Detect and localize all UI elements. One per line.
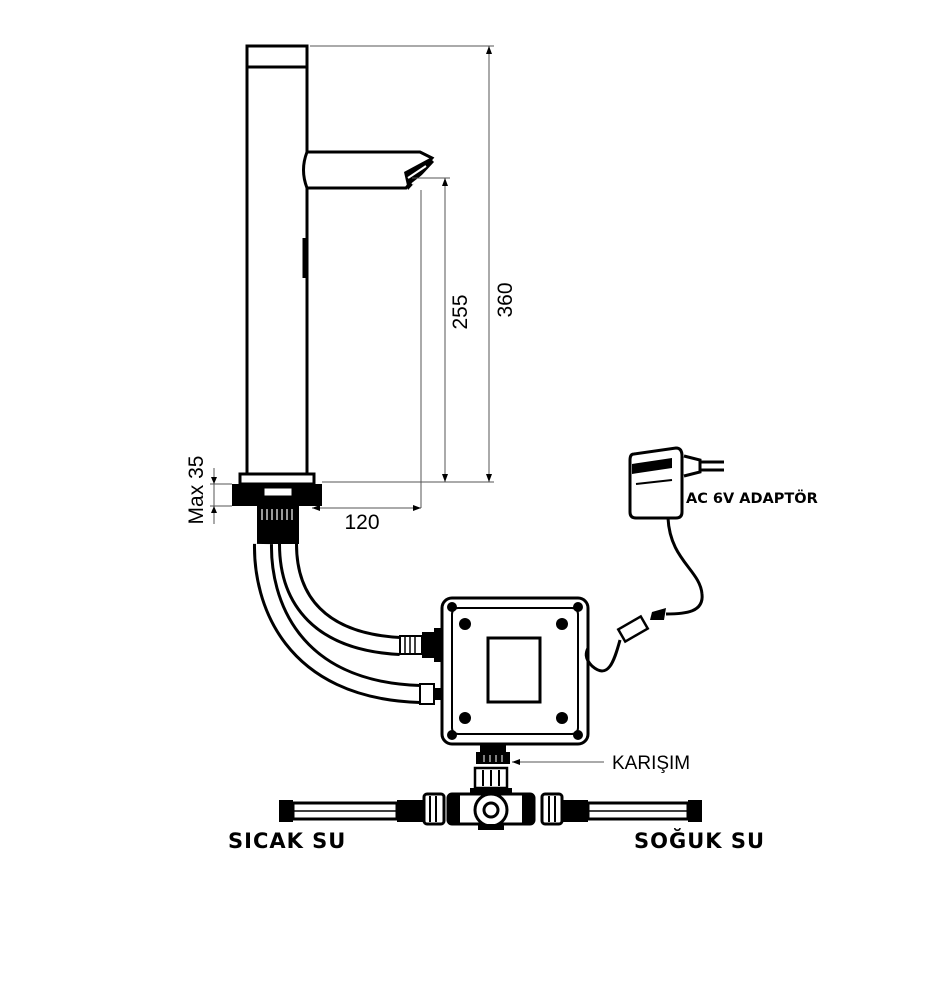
control-box-panel <box>486 636 542 704</box>
box-cable <box>584 639 622 673</box>
lid-screw-tr <box>556 618 568 630</box>
hose-connector-upper <box>399 635 423 655</box>
dim-label-360: 360 <box>494 282 517 317</box>
faucet-base-ring <box>238 472 316 486</box>
dim-label-255: 255 <box>449 294 472 329</box>
cable-connector <box>650 608 666 620</box>
faucet-body <box>232 44 435 544</box>
control-box <box>440 596 590 764</box>
box-screw-tl <box>447 602 457 612</box>
hot-water-label: SICAK SU <box>228 829 346 853</box>
dim-label-max-35: Max 35 <box>185 456 208 525</box>
adapter-cable <box>665 517 704 616</box>
dimension-lines <box>210 45 494 524</box>
lid-screw-tl <box>459 618 471 630</box>
dimension-arrows <box>211 46 492 513</box>
lid-screw-br <box>556 712 568 724</box>
box-screw-br <box>573 730 583 740</box>
mixed-outlet-fitting <box>480 744 506 754</box>
dim-label-120: 120 <box>344 511 379 534</box>
spout-aerator <box>404 158 434 190</box>
cold-water-label: SOĞUK SU <box>634 828 765 853</box>
supply-hoses <box>252 543 444 705</box>
cold-water-hose <box>540 792 702 826</box>
lid-screw-bl <box>459 712 471 724</box>
faucet-column <box>245 44 309 476</box>
box-screw-bl <box>447 730 457 740</box>
power-adapter <box>584 446 724 673</box>
threaded-shank <box>257 506 299 544</box>
hot-water-hose <box>279 792 446 826</box>
hose-connector-lower <box>419 683 435 705</box>
box-screw-tr <box>573 602 583 612</box>
mixing-label: KARIŞIM <box>612 753 690 774</box>
box-cable-plug <box>616 614 650 644</box>
mixing-valve <box>446 766 536 830</box>
adapter-label: AC 6V ADAPTÖR <box>686 489 818 507</box>
